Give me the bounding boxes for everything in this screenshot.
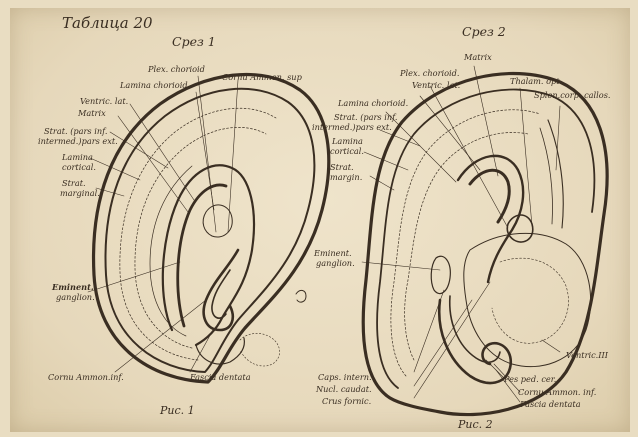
fig2-label-plex-chorioid: Plex. chorioid.	[399, 68, 460, 78]
fig2-eminentia	[431, 256, 450, 293]
fig2-inner-wall	[377, 90, 594, 388]
fig1-layer-2	[135, 127, 266, 348]
center-mark	[296, 290, 306, 302]
fig2-label-fascia-dentata: Fascia dentata	[519, 399, 581, 409]
fig1-label-fascia-dentata: Fascia dentata	[189, 372, 251, 382]
plate-title: Таблица 20	[62, 14, 153, 32]
fig2-outer-wall	[363, 73, 607, 414]
fig2-caption: Рис. 2	[457, 418, 493, 431]
fig1-label-lamina-2: cortical.	[62, 162, 96, 172]
fig2-label-lamina-2: cortical.	[330, 146, 364, 156]
fig2-label-matrix: Matrix	[463, 52, 492, 62]
fig1-caption: Рис. 1	[159, 404, 195, 417]
fig1-label-cornu-ammon-inf: Cornu Ammon.inf.	[48, 372, 124, 382]
fig1-label-strat-marginal-2: marginal.	[60, 188, 100, 198]
fig2-label-cornu-ammon-inf: Cornu Ammon. inf.	[518, 387, 596, 397]
fig1-label-lamina-chorioid: Lamina chorioid.	[119, 80, 190, 90]
fig2-label-lamina-chorioid: Lamina chorioid.	[337, 98, 408, 108]
fig2-thalamus	[464, 233, 591, 366]
fig1-label-strat-2: intermed.)pars ext.	[38, 136, 118, 146]
fig2-matrix	[470, 170, 509, 222]
fig1-label-matrix: Matrix	[77, 108, 106, 118]
fig2-plexus-loop	[507, 215, 533, 242]
fig2-label-ventric-lat: Ventric. lat.	[412, 80, 460, 90]
fig1-section-title: Срез 1	[172, 34, 216, 49]
fig2-label-crus-fornic: Crus fornic.	[322, 396, 371, 406]
fig2-label-eminent-2: ganglion.	[316, 258, 355, 268]
fig2-label-lamina-1: Lamina	[331, 136, 363, 146]
fig1-label-strat-1: Strat. (pars inf.	[44, 126, 107, 136]
figure-1-drawing	[88, 74, 329, 382]
fig1-base	[196, 338, 244, 364]
fig1-label-ventric-lat: Ventric. lat.	[80, 96, 128, 106]
fig2-thalamus-inner	[492, 258, 568, 343]
fig1-inner-wall	[105, 89, 314, 372]
fig1-label-eminent-2: ganglion.	[56, 292, 95, 302]
fig2-label-strat-marginal-1: Strat.	[330, 162, 354, 172]
fig2-label-caps-intern: Caps. intern.	[318, 372, 372, 382]
fig2-label-thalam-opt: Thalam. opt.	[510, 76, 562, 86]
fig2-splenium-2	[540, 128, 553, 224]
fig2-layer-1	[391, 110, 540, 376]
fig2-layer-2	[405, 132, 528, 360]
fig1-label-plex-chorioid: Plex. chorioid	[147, 64, 205, 74]
fig2-label-ventric-iii: Ventric.III	[566, 350, 609, 360]
fig2-ventricle	[458, 156, 523, 282]
fig1-label-eminent-1: Eminent.	[51, 282, 94, 292]
fig2-label-splen-corp: Splen.corp. callos.	[534, 90, 611, 100]
fig1-label-strat-marginal-1: Strat.	[62, 178, 86, 188]
fig2-label-strat-1: Strat. (pars inf.	[334, 112, 397, 122]
fig2-label-nucl-caudat: Nucl. caudat.	[315, 384, 372, 394]
fig2-label-strat-marginal-2: margin.	[330, 172, 362, 182]
figure-2-drawing	[362, 66, 607, 415]
fig2-label-strat-2: intermed.)pars ext.	[312, 122, 392, 132]
fig1-layer-3	[150, 166, 192, 336]
fig2-label-pes-ped-cer: Pes ped. cer.	[503, 374, 556, 384]
fig2-label-eminent-1: Eminent.	[313, 248, 352, 258]
fig1-layer-1	[120, 108, 276, 360]
fig1-matrix	[178, 185, 226, 326]
fig1-label-lamina-1: Lamina	[61, 152, 93, 162]
fig2-section-title: Срез 2	[462, 24, 506, 39]
fig1-label-cornu-ammon-sup: Cornu Ammon. sup	[222, 72, 303, 82]
fig1-faint-structure	[240, 333, 280, 366]
